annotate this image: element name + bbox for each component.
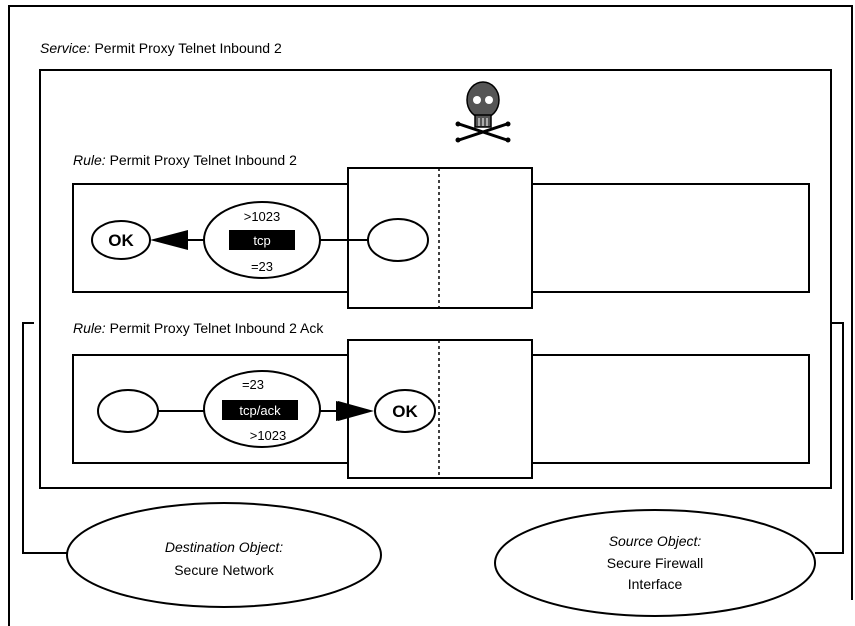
rule-1-title: Rule: Permit Proxy Telnet Inbound 2 (73, 152, 297, 168)
service-prefix: Service: (40, 40, 91, 56)
rule-2-prefix: Rule: (73, 320, 106, 336)
rule-2-protocol-label: tcp/ack (239, 403, 281, 418)
source-line1: Secure Firewall (607, 555, 703, 571)
rule-2-ok-label: OK (392, 402, 418, 421)
skull-crossbones-icon (455, 81, 511, 143)
rule-2-port-top: =23 (242, 377, 264, 392)
rule-1-port-bottom: =23 (251, 259, 273, 274)
rule-1-ok-label: OK (108, 231, 134, 250)
rule-2-port-bottom: >1023 (250, 428, 287, 443)
destination-line1: Secure Network (174, 562, 275, 578)
rule-1-empty-endpoint-front (367, 218, 429, 262)
source-heading: Source Object: (609, 533, 702, 549)
service-box (39, 69, 832, 489)
rule-2-protocol-badge (222, 400, 298, 420)
service-name: Permit Proxy Telnet Inbound 2 (94, 40, 282, 56)
destination-bracket (22, 322, 70, 554)
source-line2: Interface (628, 576, 683, 592)
rule-1-arrowhead (150, 230, 188, 250)
destination-object (66, 502, 382, 608)
rule-1-name: Permit Proxy Telnet Inbound 2 (110, 152, 298, 168)
rule-1-port-top: >1023 (244, 209, 281, 224)
rule-2-arrowhead-front (338, 401, 374, 421)
service-title: Service: Permit Proxy Telnet Inbound 2 (40, 40, 282, 56)
source-bracket (815, 322, 844, 554)
rule-2-name: Permit Proxy Telnet Inbound 2 Ack (110, 320, 325, 336)
destination-heading: Destination Object: (165, 539, 283, 555)
rule-1-protocol-label: tcp (253, 233, 270, 248)
rule-2-title: Rule: Permit Proxy Telnet Inbound 2 Ack (73, 320, 324, 336)
outer-frame (8, 5, 853, 626)
rule-1-protocol-badge (229, 230, 295, 250)
source-object (494, 509, 816, 617)
rule-2-ok-endpoint (374, 389, 436, 433)
rule-2-empty-endpoint (97, 389, 159, 433)
rule-1-prefix: Rule: (73, 152, 106, 168)
